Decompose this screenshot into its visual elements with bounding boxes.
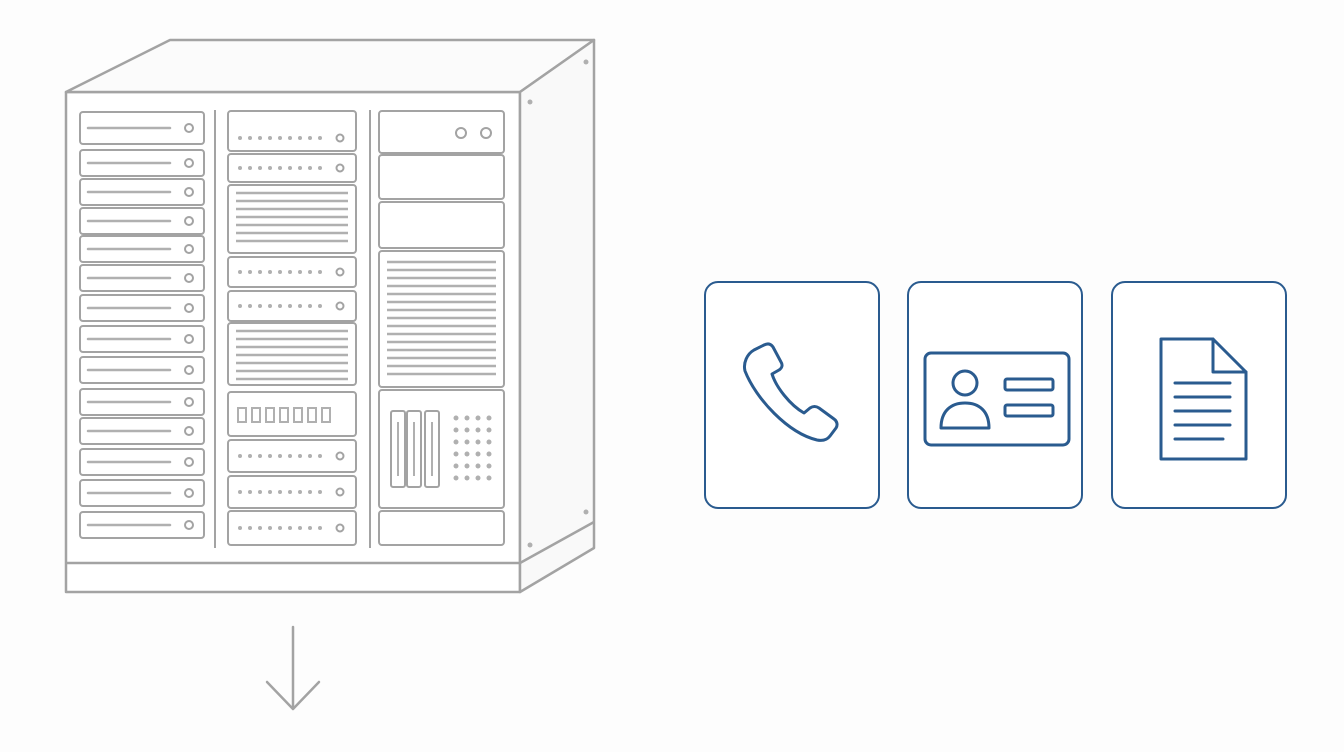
document-icon xyxy=(1159,337,1248,461)
server-unit xyxy=(227,184,357,254)
id-card-icon-card xyxy=(907,281,1083,509)
storage-unit xyxy=(378,201,505,249)
storage-unit xyxy=(378,510,505,546)
phone-icon xyxy=(743,342,839,442)
arrow-down-icon xyxy=(265,625,321,711)
document-icon-card xyxy=(1111,281,1287,509)
storage-unit xyxy=(378,389,505,509)
rack-side-face xyxy=(518,38,596,594)
rack-top-face xyxy=(64,38,596,94)
storage-unit xyxy=(378,154,505,200)
server-unit xyxy=(227,391,357,437)
server-unit xyxy=(227,110,357,152)
phone-icon-card xyxy=(704,281,880,509)
storage-unit xyxy=(378,110,505,154)
id-card-icon xyxy=(923,351,1071,447)
